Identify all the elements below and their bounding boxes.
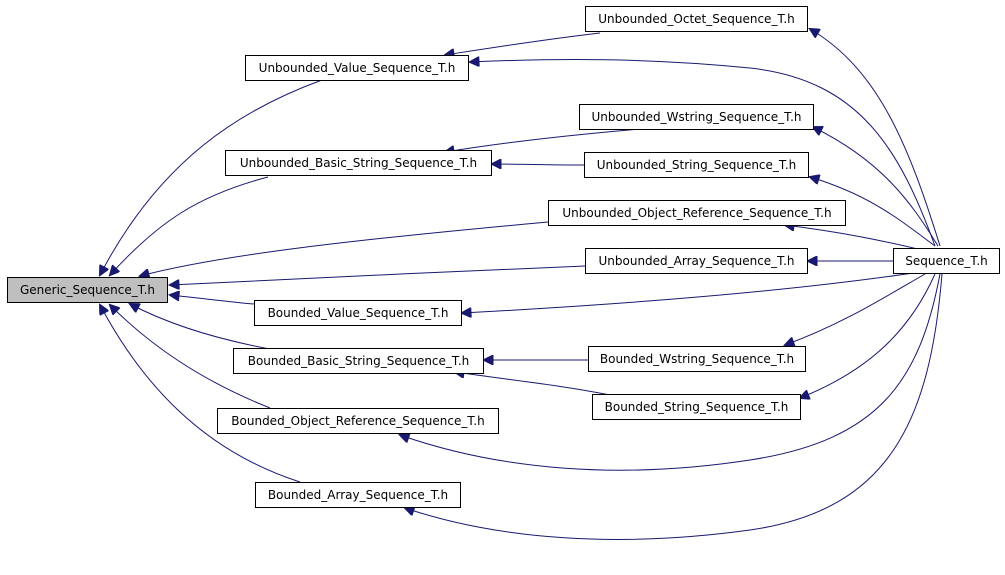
node-bounded-array-sequence[interactable]: Bounded_Array_Sequence_T.h [255, 482, 461, 508]
edge-unb-basic-string-to-generic [110, 176, 269, 275]
node-unbounded-value-sequence[interactable]: Unbounded_Value_Sequence_T.h [245, 55, 469, 81]
edge-sequence-to-b-value [462, 271, 921, 313]
node-unbounded-octet-sequence[interactable]: Unbounded_Octet_Sequence_T.h [585, 6, 808, 32]
edge-unb-string-to-unb-basic-string [492, 164, 585, 165]
edge-unb-wstring-to-unb-basic-string [445, 128, 641, 152]
edge-sequence-to-b-array [405, 273, 943, 540]
node-bounded-value-sequence[interactable]: Bounded_Value_Sequence_T.h [254, 300, 462, 326]
node-unbounded-array-sequence[interactable]: Unbounded_Array_Sequence_T.h [585, 248, 808, 274]
edge-unb-array-to-generic [170, 265, 586, 285]
node-bounded-basic-string-sequence[interactable]: Bounded_Basic_String_Sequence_T.h [233, 348, 484, 374]
node-bounded-string-sequence[interactable]: Bounded_String_Sequence_T.h [592, 394, 801, 420]
edge-unb-objref-to-generic [140, 221, 549, 276]
edge-b-objref-to-generic [110, 305, 271, 409]
edge-b-value-to-generic [170, 295, 255, 305]
edge-sequence-to-b-objref [400, 273, 941, 471]
node-unbounded-string-sequence[interactable]: Unbounded_String_Sequence_T.h [584, 152, 809, 178]
node-generic-sequence[interactable]: Generic_Sequence_T.h [7, 277, 168, 303]
edge-b-basic-string-to-generic [130, 304, 276, 351]
node-bounded-object-reference-sequence[interactable]: Bounded_Object_Reference_Sequence_T.h [217, 408, 499, 434]
edge-sequence-to-unb-octet [810, 29, 941, 247]
edge-sequence-to-b-wstring [785, 273, 926, 345]
edge-b-string-to-b-basic-string [455, 372, 611, 396]
node-unbounded-basic-string-sequence[interactable]: Unbounded_Basic_String_Sequence_T.h [225, 150, 492, 176]
edge-b-array-to-generic [100, 305, 301, 483]
edge-sequence-to-unb-string [810, 177, 936, 247]
edge-sequence-to-unb-value [470, 60, 936, 247]
edge-sequence-to-unb-wstring [813, 127, 939, 247]
edge-sequence-to-unb-objref [785, 225, 923, 251]
node-bounded-wstring-sequence[interactable]: Bounded_Wstring_Sequence_T.h [588, 346, 806, 372]
node-sequence[interactable]: Sequence_T.h [893, 248, 1000, 274]
edge-unb-octet-to-unb-value [445, 32, 601, 55]
edge-unb-value-to-generic [100, 79, 323, 275]
node-unbounded-wstring-sequence[interactable]: Unbounded_Wstring_Sequence_T.h [579, 104, 814, 130]
edge-sequence-to-b-string [800, 273, 936, 398]
node-unbounded-object-reference-sequence[interactable]: Unbounded_Object_Reference_Sequence_T.h [548, 200, 846, 226]
